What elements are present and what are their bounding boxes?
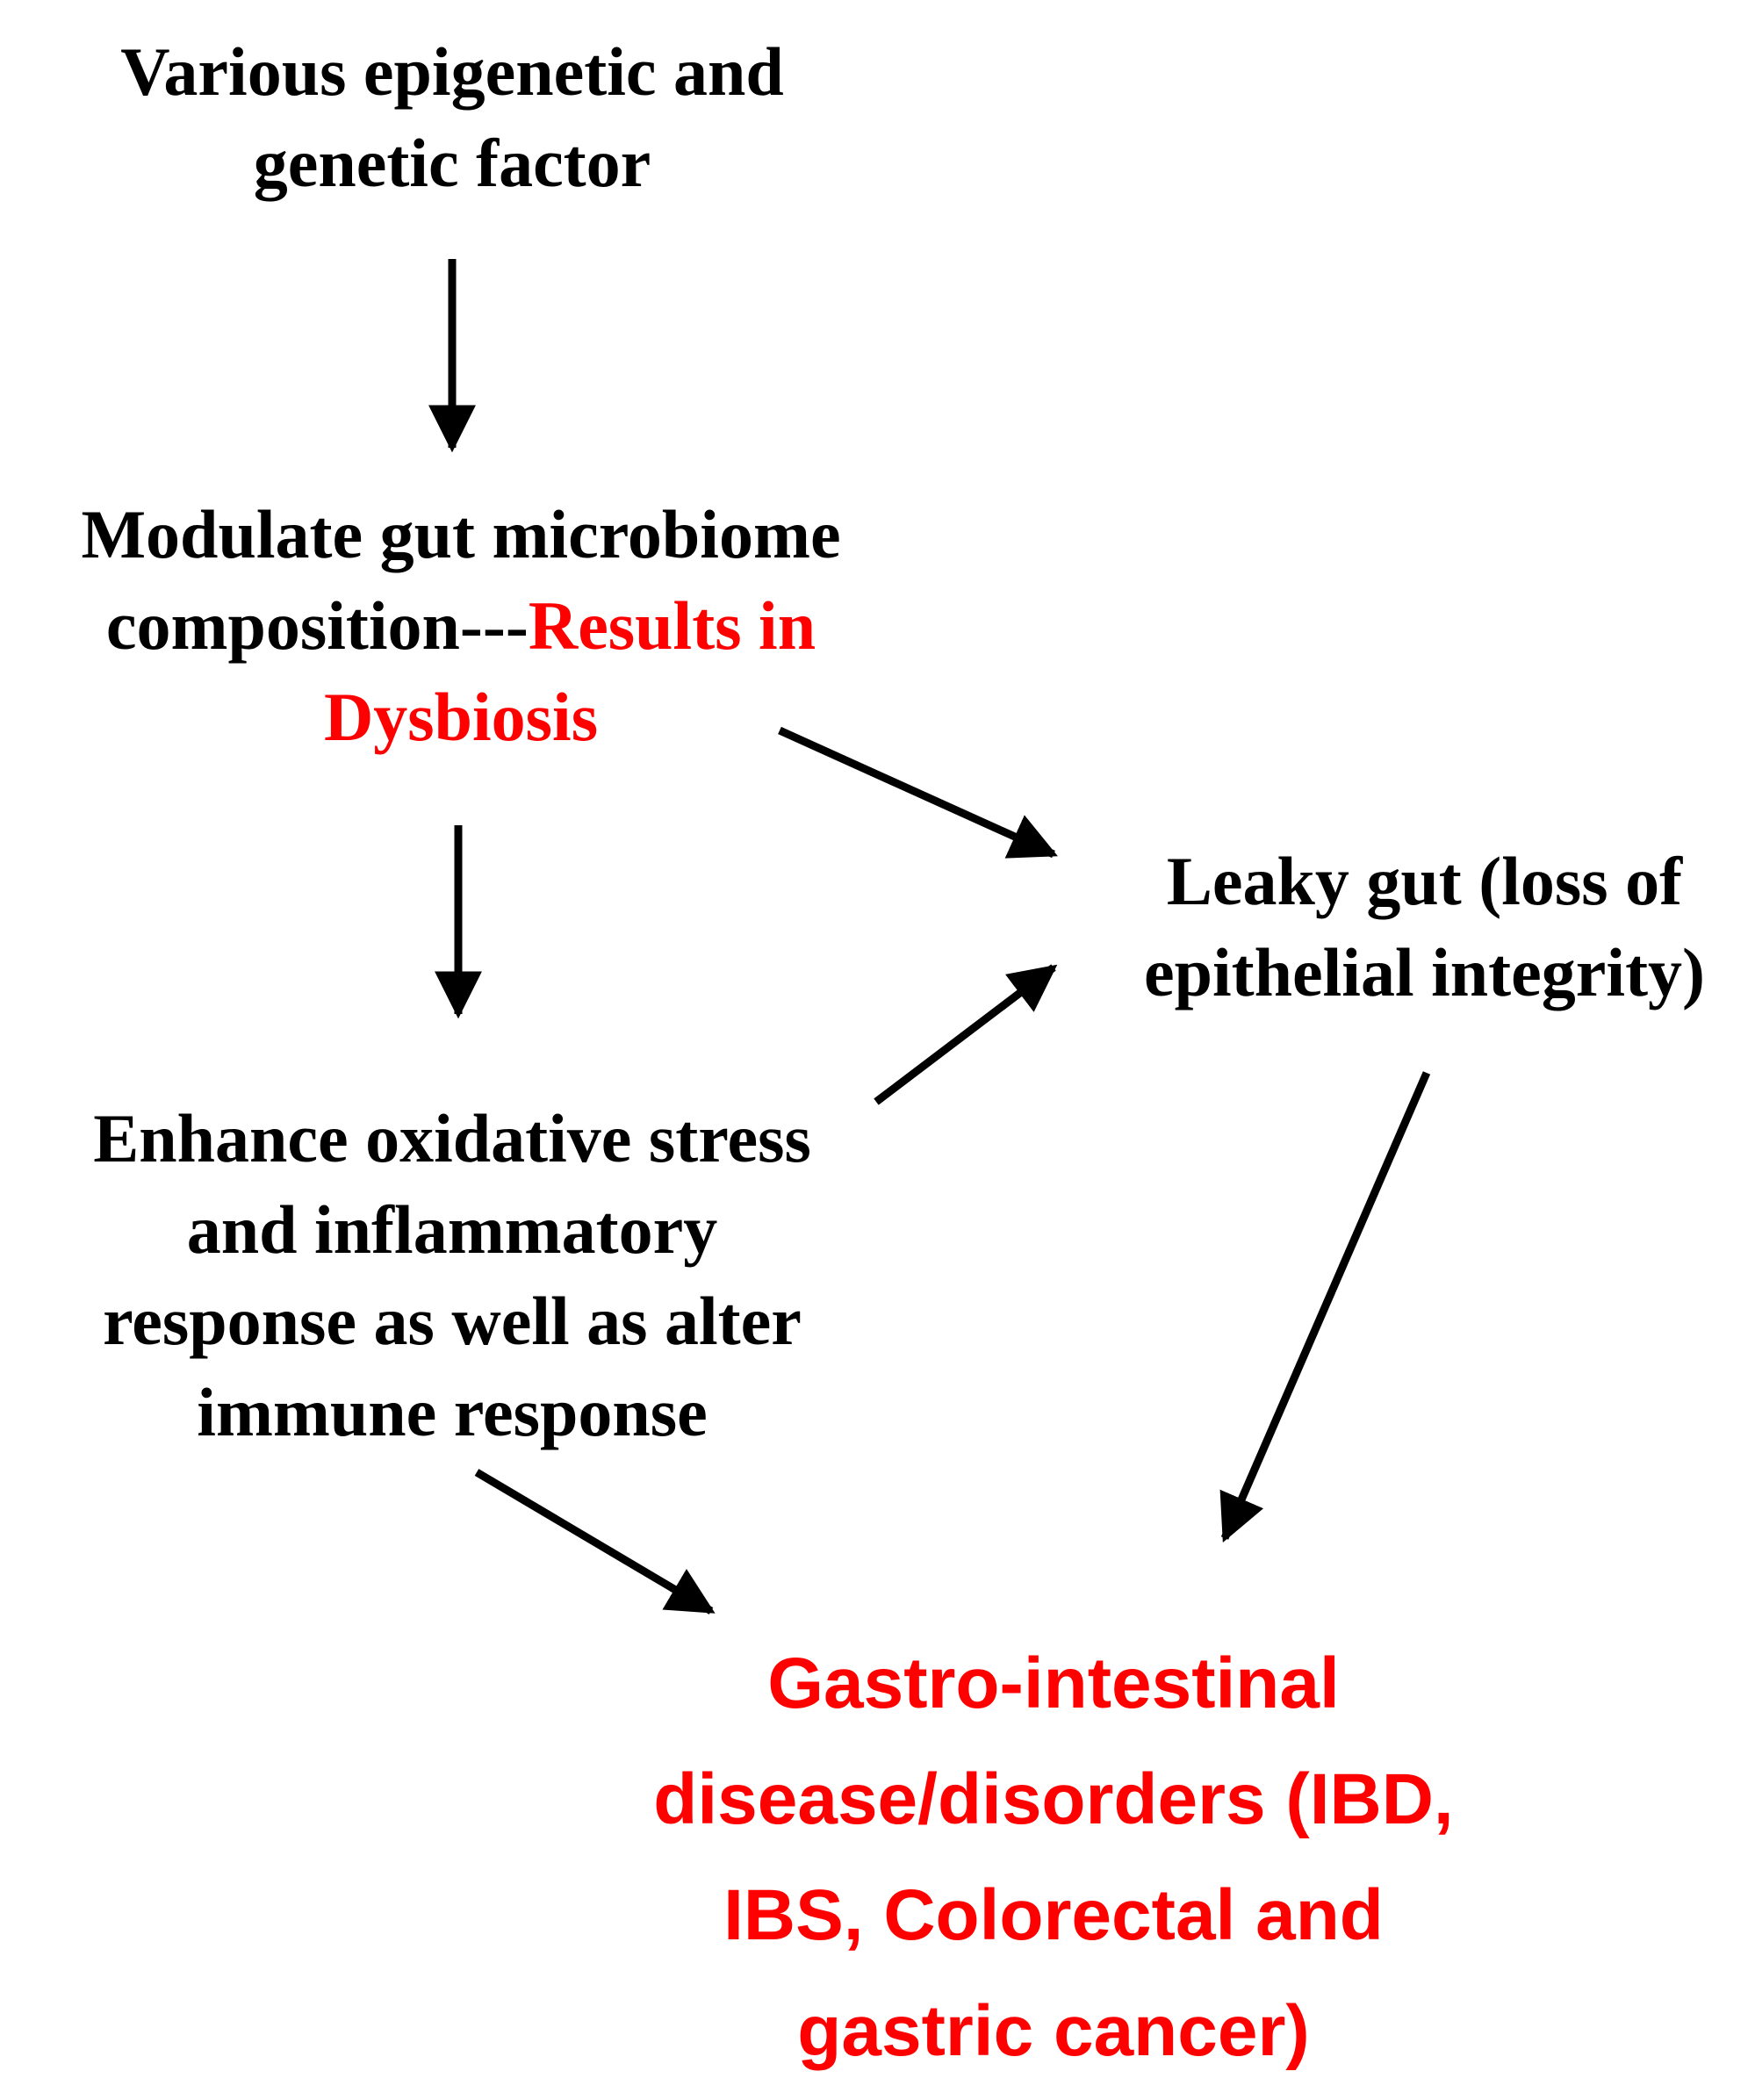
node-gi-disease: Gastro-intestinal disease/disorders (IBD… [562, 1626, 1545, 2089]
node-oxidative-stress-line: and inflammatory [186, 1191, 718, 1268]
node-genetic-factors-line: genetic factor [253, 125, 651, 201]
node-leaky-gut-line: Leaky gut (loss of [1166, 843, 1683, 919]
node-gi-disease-line: disease/disorders (IBD, [653, 1759, 1454, 1839]
node-leaky-gut: Leaky gut (loss of epithelial integrity) [1102, 836, 1747, 1018]
node-gi-disease-line: Gastro-intestinal [767, 1643, 1340, 1723]
node-oxidative-stress-line: response as well as alter [103, 1283, 802, 1359]
node-oxidative-stress-line: Enhance oxidative stress [93, 1100, 811, 1176]
node-genetic-factors: Various epigenetic and genetic factor [53, 26, 852, 209]
node-oxidative-stress: Enhance oxidative stress and inflammator… [18, 1093, 887, 1458]
node-leaky-gut-line: epithelial integrity) [1143, 934, 1706, 1010]
arrow-oxidative-to-disease [474, 1469, 716, 1615]
node-gi-disease-line: gastric cancer) [797, 1991, 1310, 2071]
node-dysbiosis-results-in: Results in [528, 587, 816, 664]
arrow-dysbiosis-to-leaky-gut [778, 726, 1058, 859]
arrow-oxidative-to-leaky-gut [874, 964, 1058, 1105]
node-dysbiosis: Modulate gut microbiome composition---Re… [18, 489, 904, 763]
arrow-leaky-gut-to-disease [1219, 1071, 1431, 1543]
node-oxidative-stress-line: immune response [197, 1374, 708, 1450]
node-genetic-factors-line: Various epigenetic and [120, 33, 784, 110]
node-dysbiosis-highlight: Dysbiosis [323, 679, 599, 755]
node-dysbiosis-line: Modulate gut microbiome [81, 496, 841, 572]
node-dysbiosis-composition: composition--- [105, 587, 529, 664]
node-dysbiosis-line: composition---Results in [18, 580, 904, 672]
node-gi-disease-line: IBS, Colorectal and [723, 1875, 1384, 1955]
